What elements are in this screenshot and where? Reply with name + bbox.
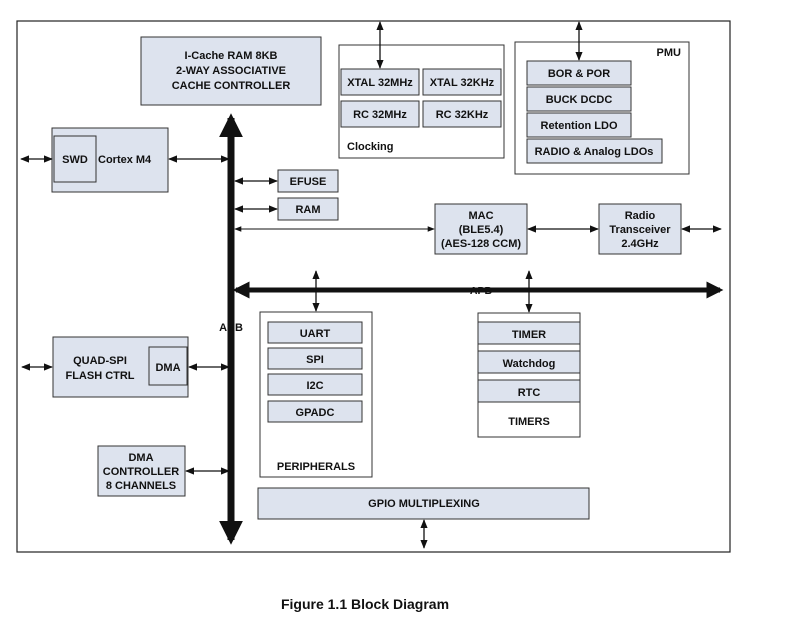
timer-block	[477, 321, 581, 345]
radio-analog-ldos-label: RADIO & Analog LDOs	[535, 146, 654, 158]
icache-line-1: I-Cache RAM 8KB	[185, 50, 278, 62]
ram-label: RAM	[295, 204, 320, 216]
radio-line-1: Radio	[625, 210, 656, 222]
block-diagram: I-Cache RAM 8KB 2-WAY ASSOCIATIVE CACHE …	[16, 20, 731, 553]
apb-label: APB	[470, 285, 493, 297]
uart-label: UART	[300, 328, 331, 340]
radio-analog-ldos-block	[526, 138, 663, 164]
bor-por-label: BOR & POR	[548, 68, 610, 80]
dma-controller-line-1: DMA	[128, 452, 153, 464]
dma-controller-line-2: CONTROLLER	[103, 466, 179, 478]
peripherals-label: PERIPHERALS	[277, 461, 355, 473]
spi-block	[267, 347, 363, 370]
retention-ldo-block	[526, 112, 632, 138]
icache-line-2: 2-WAY ASSOCIATIVE	[176, 65, 286, 77]
watchdog-label: Watchdog	[503, 358, 556, 370]
xtal-32mhz-label: XTAL 32MHz	[347, 77, 413, 89]
watchdog-block	[477, 350, 581, 374]
clocking-label: Clocking	[347, 141, 393, 153]
pmu-label: PMU	[657, 47, 682, 59]
i2c-block	[267, 373, 363, 396]
radio-line-2: Transceiver	[609, 224, 671, 236]
dma-block	[148, 346, 188, 386]
mac-line-3: (AES-128 CCM)	[441, 238, 521, 250]
timer-label: TIMER	[512, 329, 546, 341]
spi-label: SPI	[306, 354, 324, 366]
swd-label: SWD	[62, 154, 88, 166]
quadspi-line-2: FLASH CTRL	[65, 370, 134, 382]
uart-block	[267, 321, 363, 344]
icache-block	[140, 36, 322, 106]
xtal-32mhz-block	[340, 68, 420, 96]
icache-line-3: CACHE CONTROLLER	[172, 80, 291, 92]
mac-block	[434, 203, 528, 255]
mac-line-2: (BLE5.4)	[459, 224, 504, 236]
efuse-label: EFUSE	[290, 176, 327, 188]
retention-ldo-label: Retention LDO	[541, 120, 618, 132]
rtc-label: RTC	[518, 387, 541, 399]
efuse-block	[277, 169, 339, 193]
radio-block	[598, 203, 682, 255]
bor-por-block	[526, 60, 632, 86]
rc-32mhz-block	[340, 100, 420, 128]
gpio-block	[257, 487, 590, 520]
gpadc-block	[267, 400, 363, 423]
dma-controller-line-3: 8 CHANNELS	[106, 480, 176, 492]
xtal-32khz-block	[422, 68, 502, 96]
dma-controller-block	[97, 445, 186, 497]
ram-block	[277, 197, 339, 221]
gpadc-label: GPADC	[296, 407, 335, 419]
rtc-block	[477, 379, 581, 403]
xtal-32khz-label: XTAL 32KHz	[430, 77, 495, 89]
i2c-label: I2C	[306, 380, 323, 392]
ahb-label: AHB	[219, 322, 243, 334]
buck-dcdc-block	[526, 86, 632, 112]
swd-block	[53, 135, 97, 183]
gpio-label: GPIO MULTIPLEXING	[368, 498, 480, 510]
buck-dcdc-label: BUCK DCDC	[546, 94, 613, 106]
figure-caption: Figure 1.1 Block Diagram	[280, 596, 450, 612]
rc-32khz-label: RC 32KHz	[436, 109, 489, 121]
rc-32khz-block	[422, 100, 502, 128]
dma-label: DMA	[155, 362, 180, 374]
quadspi-line-1: QUAD-SPI	[73, 355, 127, 367]
timers-label: TIMERS	[508, 416, 550, 428]
radio-line-3: 2.4GHz	[621, 238, 659, 250]
mac-line-1: MAC	[468, 210, 493, 222]
rc-32mhz-label: RC 32MHz	[353, 109, 407, 121]
cortex-label: Cortex M4	[98, 154, 152, 166]
